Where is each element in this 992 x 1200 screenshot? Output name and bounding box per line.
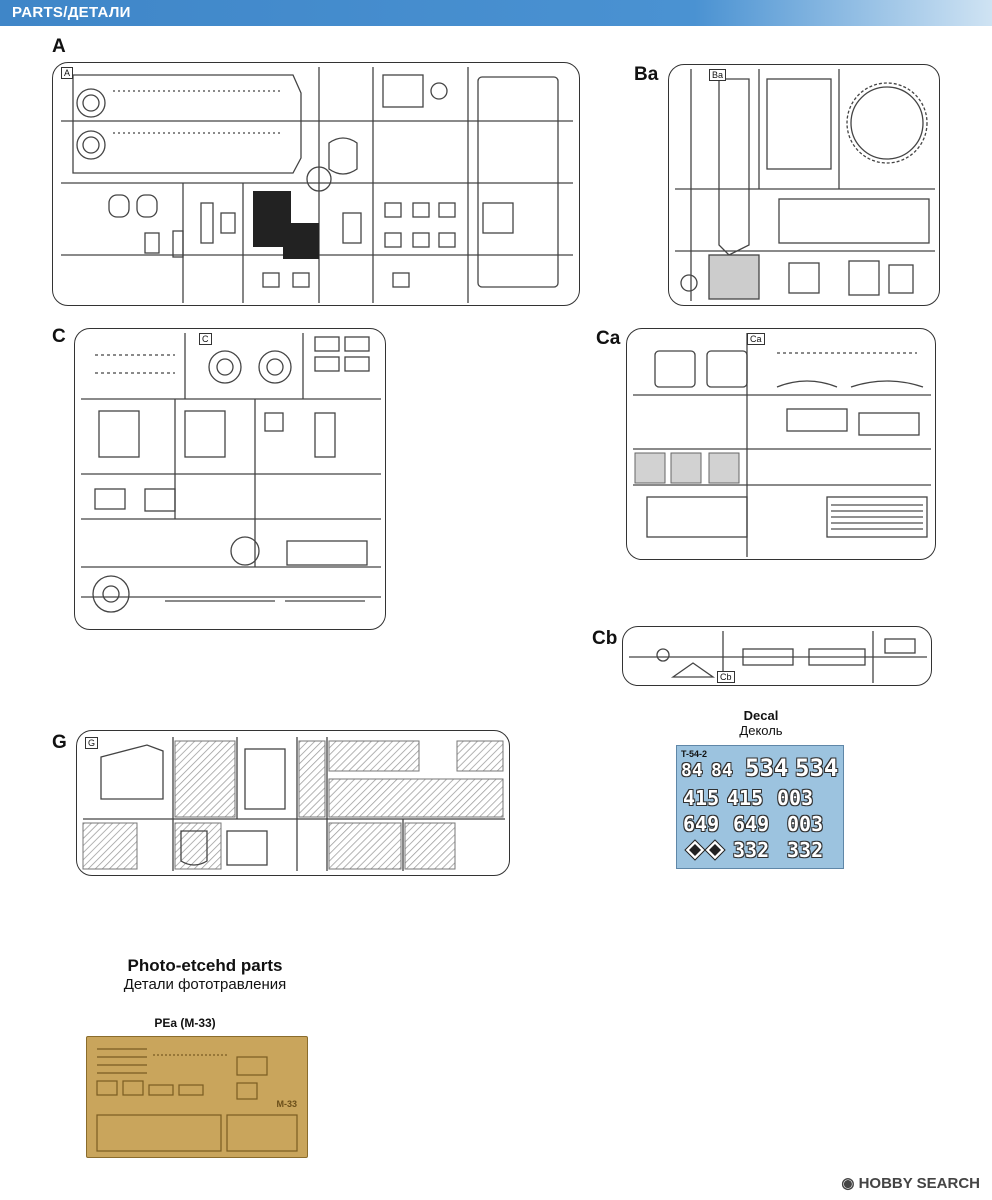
decal-diamond-emblems <box>684 839 726 861</box>
sprue-ba-label: Ba <box>634 64 659 85</box>
decal-number: 415 <box>683 786 720 810</box>
pe-fret: M-33 <box>86 1036 308 1158</box>
decal-title-ru: Деколь <box>739 723 783 738</box>
pe-caption: Photo-etcehd parts Детали фототравления <box>110 956 300 993</box>
hobby-search-logo-icon: ◉ <box>841 1175 859 1192</box>
decal-number: 84 <box>681 760 703 781</box>
sprue-ba-tag: Ba <box>709 69 727 81</box>
sprue-cb-tag: Cb <box>717 671 735 683</box>
sprue-ba: Ba <box>668 64 940 306</box>
decal-number: 332 <box>787 838 824 862</box>
sprue-c: C <box>74 328 386 630</box>
decal-number: 649 <box>683 812 720 836</box>
sprue-cb-label: Cb <box>592 628 618 649</box>
sprue-cb-drawing <box>629 631 927 683</box>
pe-fret-drawing <box>96 1048 298 1152</box>
page-header-bar: PARTS/ДЕТАЛИ <box>0 0 992 26</box>
pe-fret-name: PEa (M-33) <box>154 1016 216 1030</box>
pe-title-en: Photo-etcehd parts <box>127 956 283 975</box>
sprue-c-tag: C <box>199 333 212 345</box>
decal-number: 003 <box>777 786 814 810</box>
sprue-c-drawing <box>81 333 381 613</box>
sprue-a-label: A <box>52 36 66 57</box>
sprue-g-label: G <box>52 732 67 753</box>
decal-sheet-name: T-54-2 <box>681 749 708 759</box>
sprue-a-drawing <box>61 67 573 303</box>
sprue-g-tag: G <box>85 737 99 749</box>
sprue-c-label: C <box>52 326 66 347</box>
decal-caption: Decal Деколь <box>706 708 816 738</box>
watermark: ◉ HOBBY SEARCH <box>841 1174 980 1192</box>
decal-number: 84 <box>711 760 733 781</box>
sprue-ca: Ca <box>626 328 936 560</box>
sprue-ca-tag: Ca <box>747 333 765 345</box>
decal-number: 415 <box>727 786 764 810</box>
decal-sheet: T-54-2 84 84 534 534 415 415 003 649 649… <box>676 745 844 869</box>
pe-fret-mark: M-33 <box>276 1099 297 1109</box>
decal-number: 649 <box>733 812 770 836</box>
decal-number: 534 <box>745 754 789 782</box>
sprue-ca-label: Ca <box>596 328 621 349</box>
sprue-cb: Cb <box>622 626 932 686</box>
sprue-a: A <box>52 62 580 306</box>
pe-title-ru: Детали фототравления <box>123 976 287 993</box>
decal-number: 534 <box>795 754 839 782</box>
sprue-ba-drawing <box>675 69 935 301</box>
sprue-g: G <box>76 730 510 876</box>
decal-title-en: Decal <box>743 708 779 723</box>
page-title: PARTS/ДЕТАЛИ <box>12 4 131 21</box>
decal-number: 332 <box>733 838 770 862</box>
sprue-a-tag: A <box>61 67 74 79</box>
sprue-g-drawing <box>82 737 505 871</box>
watermark-text: HOBBY SEARCH <box>858 1175 980 1192</box>
sprue-ca-drawing <box>633 333 931 557</box>
decal-number: 003 <box>787 812 824 836</box>
